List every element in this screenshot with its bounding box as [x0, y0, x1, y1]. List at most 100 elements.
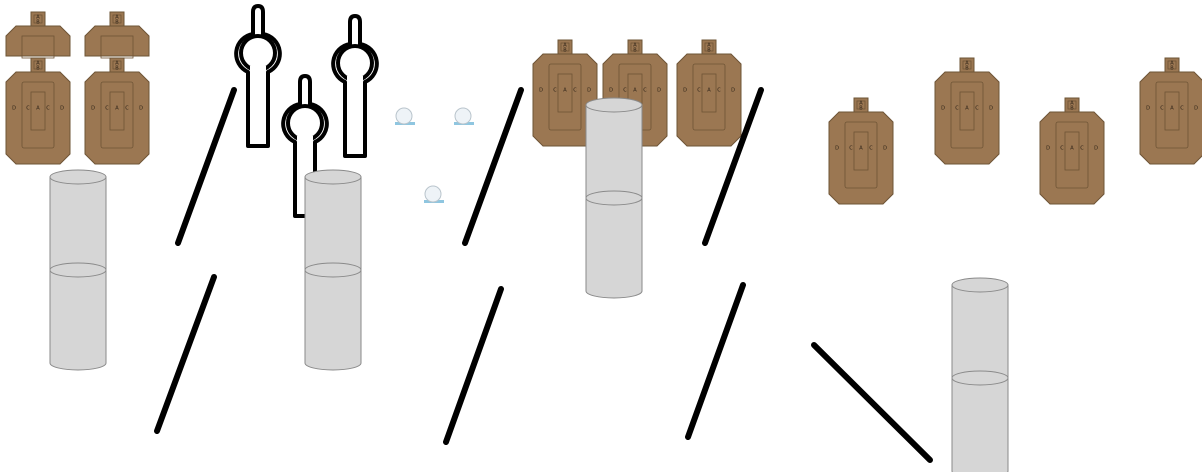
zone-label-right-d: D — [60, 106, 64, 112]
zone-label-c: C — [573, 88, 577, 94]
zone-label-head-b: B — [633, 48, 637, 54]
steel-popper — [281, 74, 329, 218]
steel-popper — [331, 14, 379, 158]
lines-layer — [154, 87, 933, 463]
zone-label-head-a: A — [859, 101, 863, 107]
zone-label-left-d: D — [1046, 146, 1050, 152]
zone-label-a: A — [36, 106, 40, 112]
zone-label-head-b: B — [563, 48, 567, 54]
fault-line — [811, 342, 933, 463]
barrel — [951, 277, 1009, 386]
zone-label-c: C — [955, 106, 959, 112]
zone-label-right-d: D — [883, 146, 887, 152]
poppers-layer — [234, 4, 379, 218]
zone-label-c: C — [26, 106, 30, 112]
zone-label-left-d: D — [609, 88, 613, 94]
steel-plate — [395, 107, 415, 125]
fault-line — [175, 87, 237, 246]
zone-label-head-a: A — [115, 61, 119, 67]
zone-label-left-d: D — [12, 106, 16, 112]
zone-label-left-d: D — [835, 146, 839, 152]
zone-label-right-d: D — [731, 88, 735, 94]
zone-label-right-d: D — [1194, 106, 1198, 112]
cardboard-target: AB — [84, 11, 150, 59]
steel-popper — [234, 4, 282, 148]
barrel — [304, 169, 362, 278]
zone-label-right-d: D — [587, 88, 591, 94]
zone-label-head-a: A — [563, 43, 567, 49]
zone-label-head-b: B — [707, 48, 711, 54]
zone-label-head-a: A — [633, 43, 637, 49]
cardboard-target: AB — [5, 11, 71, 59]
zone-label-a: A — [1170, 106, 1174, 112]
zone-label-c: C — [125, 106, 129, 112]
zone-label-head-a: A — [36, 15, 40, 21]
zone-label-right-d: D — [989, 106, 993, 112]
zone-label-head-b: B — [1070, 106, 1074, 112]
zone-label-c: C — [643, 88, 647, 94]
zone-label-c: C — [1080, 146, 1084, 152]
fault-line — [443, 286, 504, 445]
zone-label-c: C — [105, 106, 109, 112]
zone-label-head-a: A — [965, 61, 969, 67]
plates-layer — [395, 107, 474, 203]
zone-label-right-d: D — [1094, 146, 1098, 152]
zone-label-a: A — [1070, 146, 1074, 152]
zone-label-c: C — [1160, 106, 1164, 112]
zone-label-head-a: A — [1070, 101, 1074, 107]
fault-line — [702, 87, 764, 246]
zone-label-head-b: B — [859, 106, 863, 112]
zone-label-left-d: D — [539, 88, 543, 94]
zone-label-c: C — [1180, 106, 1184, 112]
zone-label-head-a: A — [36, 61, 40, 67]
barrel — [585, 190, 643, 299]
barrel — [304, 262, 362, 371]
zone-label-c: C — [869, 146, 873, 152]
fault-line — [685, 282, 746, 440]
zone-label-head-b: B — [36, 66, 40, 72]
zone-label-left-d: D — [1146, 106, 1150, 112]
zone-label-head-a: A — [115, 15, 119, 21]
zone-label-head-b: B — [115, 20, 119, 26]
zone-label-right-d: D — [657, 88, 661, 94]
steel-plate — [424, 185, 444, 203]
zone-label-head-b: B — [36, 20, 40, 26]
barrel — [49, 262, 107, 371]
zone-label-c: C — [697, 88, 701, 94]
zone-label-right-d: D — [139, 106, 143, 112]
zone-label-a: A — [707, 88, 711, 94]
barrel — [49, 169, 107, 278]
zone-label-c: C — [849, 146, 853, 152]
barrels-layer — [49, 97, 1009, 472]
zone-label-c: C — [623, 88, 627, 94]
zone-label-left-d: D — [941, 106, 945, 112]
zone-label-head-b: B — [115, 66, 119, 72]
zone-label-left-d: D — [683, 88, 687, 94]
fault-line — [462, 87, 524, 246]
barrel — [585, 97, 643, 206]
fault-line — [154, 274, 217, 434]
zone-label-a: A — [115, 106, 119, 112]
zone-label-head-a: A — [707, 43, 711, 49]
zone-label-c: C — [46, 106, 50, 112]
zone-label-a: A — [563, 88, 567, 94]
zone-label-c: C — [975, 106, 979, 112]
barrel — [951, 370, 1009, 472]
zone-label-head-b: B — [1170, 66, 1174, 72]
zone-label-a: A — [633, 88, 637, 94]
zone-label-head-b: B — [965, 66, 969, 72]
zone-label-c: C — [1060, 146, 1064, 152]
zone-label-a: A — [859, 146, 863, 152]
zone-label-c: C — [553, 88, 557, 94]
